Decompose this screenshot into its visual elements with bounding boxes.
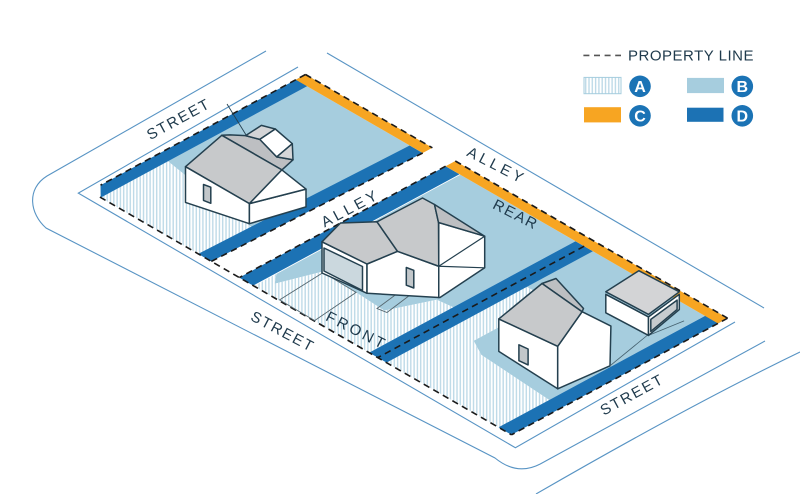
svg-text:PROPERTY LINE: PROPERTY LINE	[628, 48, 754, 65]
svg-text:D: D	[737, 109, 749, 126]
svg-text:C: C	[634, 109, 646, 126]
svg-text:A: A	[634, 79, 646, 96]
svg-text:B: B	[737, 79, 749, 96]
